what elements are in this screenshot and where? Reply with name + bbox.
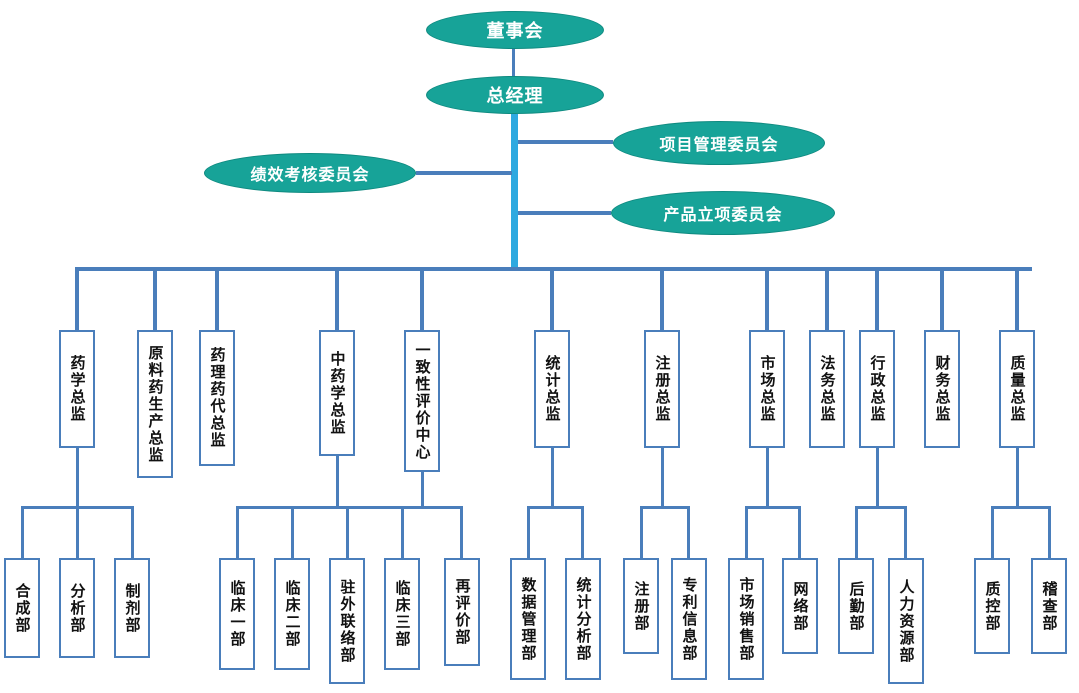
branch-line	[661, 448, 664, 506]
node-hr-dept: 人力资源部	[888, 558, 924, 684]
node-legal-director: 法务总监	[809, 330, 845, 448]
drop-line	[153, 267, 157, 330]
node-overseas-liaison-dept: 驻外联络部	[329, 558, 365, 684]
drop-line	[904, 506, 907, 558]
drop-line	[401, 506, 404, 558]
drop-line	[1048, 506, 1051, 558]
connector-board-gm	[512, 49, 515, 76]
node-clinical-3-dept: 临床三部	[384, 558, 420, 670]
drop-line	[420, 267, 424, 330]
node-data-management-dept: 数据管理部	[510, 558, 546, 680]
drop-line	[21, 506, 24, 558]
drop-line	[215, 267, 219, 330]
branch-line	[336, 456, 339, 506]
node-audit-dept: 稽查部	[1031, 558, 1067, 654]
node-clinical-1-dept: 临床一部	[219, 558, 255, 670]
node-registration-dept: 注册部	[623, 558, 659, 654]
drop-line	[291, 506, 294, 558]
node-synthesis-dept: 合成部	[4, 558, 40, 658]
drop-line	[581, 506, 584, 558]
drop-line	[76, 506, 79, 558]
branch-bus-line	[991, 506, 1051, 509]
branch-bus-line	[745, 506, 800, 509]
drop-line	[991, 506, 994, 558]
connector-performance-committee	[416, 171, 512, 175]
node-network-dept: 网络部	[782, 558, 818, 654]
drop-line	[825, 267, 829, 330]
drop-line	[687, 506, 690, 558]
drop-line	[745, 506, 748, 558]
node-general-manager: 总经理	[426, 76, 604, 114]
node-tcm-director: 中药学总监	[319, 330, 355, 456]
node-pharmacy-director: 药学总监	[59, 330, 95, 448]
connector-product-committee	[518, 211, 611, 215]
node-logistics-dept: 后勤部	[838, 558, 874, 654]
drop-line	[131, 506, 134, 558]
drop-line	[1015, 267, 1019, 330]
drop-line	[346, 506, 349, 558]
connector-project-committee	[518, 140, 613, 144]
node-project-management-committee: 项目管理委员会	[613, 121, 825, 165]
drop-line	[640, 506, 643, 558]
node-quality-director: 质量总监	[999, 330, 1035, 448]
node-statistics-director: 统计总监	[534, 330, 570, 448]
node-marketing-director: 市场总监	[749, 330, 785, 448]
node-finance-director: 财务总监	[924, 330, 960, 448]
node-formulation-dept: 制剂部	[114, 558, 150, 658]
drop-line	[460, 506, 463, 558]
branch-line	[551, 448, 554, 506]
node-registration-director: 注册总监	[644, 330, 680, 448]
node-pharmacology-director: 药理药代总监	[199, 330, 235, 466]
drop-line	[550, 267, 554, 330]
drop-line	[75, 267, 79, 330]
trunk-line	[511, 114, 518, 270]
node-marketing-sales-dept: 市场销售部	[728, 558, 764, 680]
node-api-production-director: 原料药生产总监	[137, 330, 173, 478]
drop-line	[236, 506, 239, 558]
node-analysis-dept: 分析部	[59, 558, 95, 658]
branch-line	[1016, 448, 1019, 506]
branch-line	[76, 448, 79, 506]
branch-bus-line	[527, 506, 584, 509]
node-qc-dept: 质控部	[974, 558, 1010, 654]
drop-line	[527, 506, 530, 558]
node-board: 董事会	[426, 11, 604, 49]
branch-line	[421, 472, 424, 506]
branch-line	[876, 448, 879, 506]
drop-line	[855, 506, 858, 558]
node-statistical-analysis-dept: 统计分析部	[565, 558, 601, 680]
node-consistency-evaluation-center: 一致性评价中心	[404, 330, 440, 472]
branch-bus-line	[855, 506, 907, 509]
drop-line	[798, 506, 801, 558]
node-product-initiation-committee: 产品立项委员会	[611, 191, 835, 235]
drop-line	[660, 267, 664, 330]
node-reevaluation-dept: 再评价部	[444, 558, 480, 666]
node-clinical-2-dept: 临床二部	[274, 558, 310, 670]
branch-bus-line	[640, 506, 690, 509]
drop-line	[765, 267, 769, 330]
drop-line	[875, 267, 879, 330]
branch-line	[766, 448, 769, 506]
node-admin-director: 行政总监	[859, 330, 895, 448]
node-performance-assessment-committee: 绩效考核委员会	[204, 153, 416, 193]
drop-line	[940, 267, 944, 330]
node-patent-info-dept: 专利信息部	[671, 558, 707, 680]
drop-line	[335, 267, 339, 330]
branch-bus-line	[236, 506, 463, 509]
